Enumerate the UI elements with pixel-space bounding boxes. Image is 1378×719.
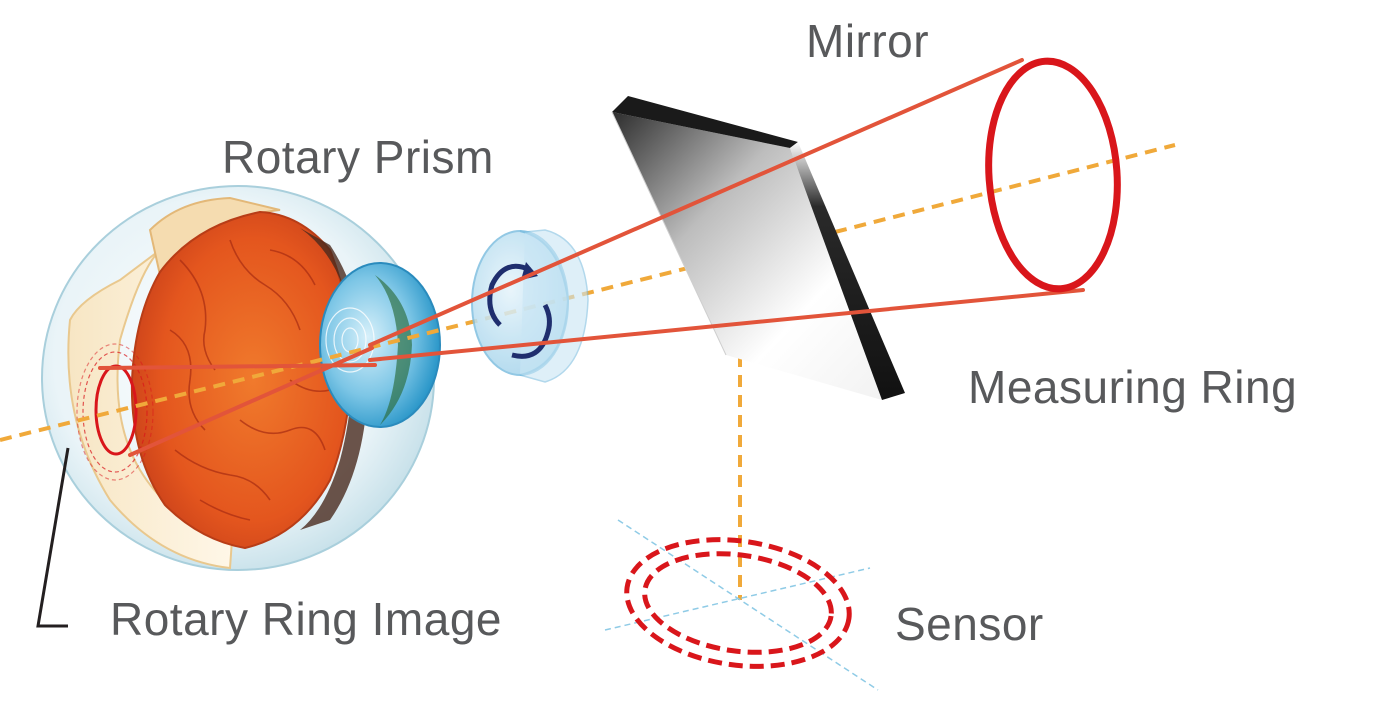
rotation-arrow-icon bbox=[487, 263, 552, 359]
ring-image-leader-line bbox=[36, 447, 70, 628]
label-rotary-ring-image: Rotary Ring Image bbox=[110, 593, 502, 645]
mirror-face bbox=[612, 112, 882, 400]
retina-vessels bbox=[169, 239, 331, 521]
label-mirror: Mirror bbox=[806, 15, 930, 67]
label-measuring-ring: Measuring Ring bbox=[968, 361, 1298, 413]
rotary-ring-image bbox=[76, 343, 154, 481]
mirror-side-edge bbox=[790, 142, 905, 400]
sensor-ring bbox=[624, 537, 852, 669]
mirror bbox=[611, 96, 905, 400]
rotary-prism bbox=[471, 229, 589, 383]
mirror-top-edge bbox=[612, 96, 798, 148]
measuring-ring bbox=[985, 57, 1121, 293]
label-sensor: Sensor bbox=[895, 598, 1044, 650]
iris bbox=[375, 275, 412, 425]
sensor-guides bbox=[604, 519, 879, 691]
measurement-beams bbox=[98, 58, 1085, 457]
label-rotary-prism: Rotary Prism bbox=[222, 131, 494, 183]
